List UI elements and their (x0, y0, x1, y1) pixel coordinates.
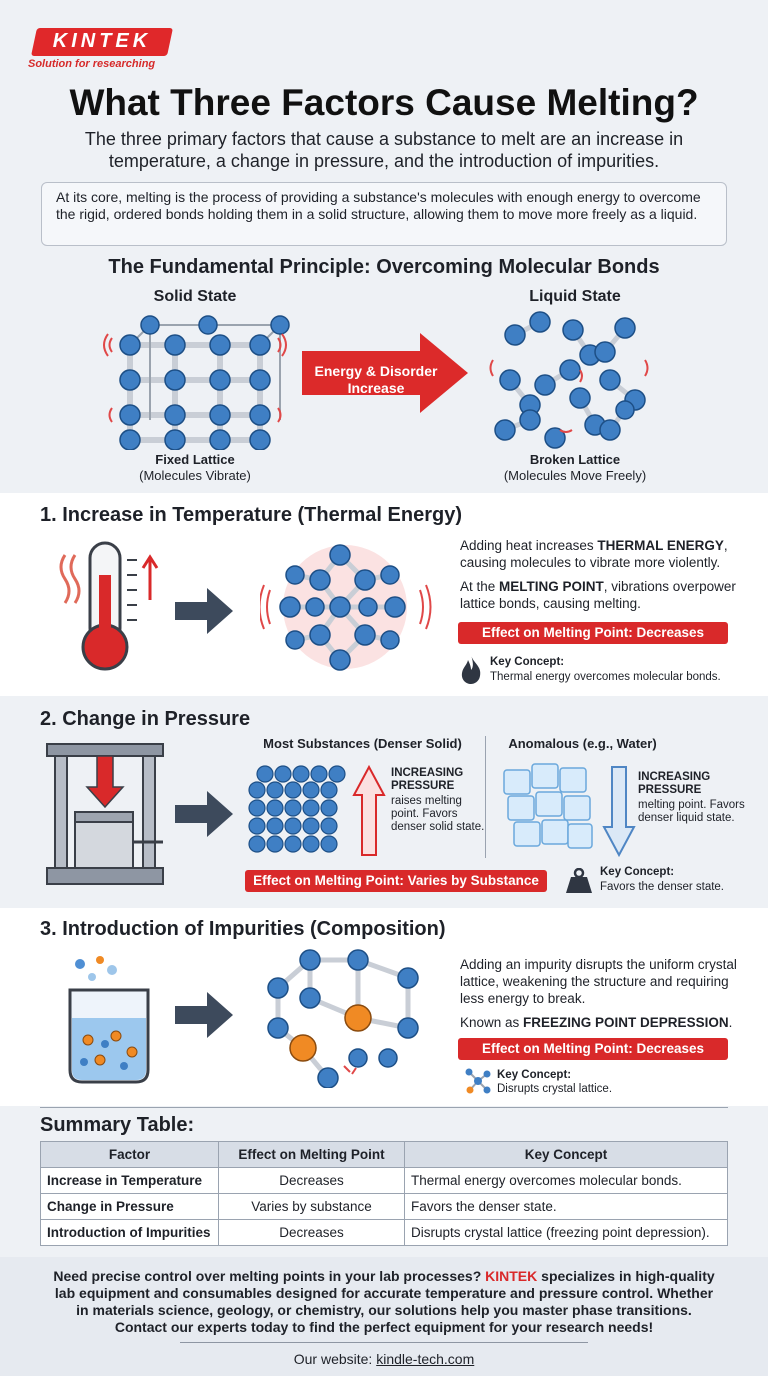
ice-cubes-illustration (503, 763, 593, 849)
impurities-key-concept-text: Disrupts crystal lattice. (497, 1083, 613, 1095)
most-pressure-label: INCREASING PRESSURE (391, 767, 464, 792)
summary-divider (40, 1107, 728, 1108)
table-cell: Thermal energy overcomes molecular bonds… (404, 1167, 728, 1194)
table-row: Introduction of Impurities Decreases Dis… (40, 1219, 728, 1246)
right-arrow-icon (175, 588, 233, 634)
pressure-key-concept-label: Key Concept: (600, 866, 675, 878)
table-cell: Introduction of Impurities (40, 1219, 219, 1246)
pressure-title: 2. Change in Pressure (40, 708, 251, 730)
footer-promo: Need precise control over melting points… (53, 1268, 715, 1335)
weight-icon (566, 868, 592, 893)
pressure-effect-badge: Effect on Melting Point: Varies by Subst… (245, 870, 547, 892)
most-pressure-text: raises melting point. Favors denser soli… (391, 795, 485, 833)
most-substances-heading: Most Substances (Denser Solid) (263, 736, 462, 751)
energy-arrow-label: Energy & Disorder Increase (314, 363, 438, 396)
liquid-molecules-illustration (489, 311, 649, 449)
principle-title: The Fundamental Principle: Overcoming Mo… (108, 256, 660, 278)
summary-header-factor: Factor (40, 1141, 219, 1168)
summary-header-row: Factor Effect on Melting Point Key Conce… (40, 1141, 728, 1168)
dense-solid-lattice-illustration (248, 765, 346, 853)
beaker-icon (68, 956, 150, 1084)
footer-website: Our website: kindle-tech.com (293, 1351, 475, 1367)
press-icon (46, 743, 164, 885)
temperature-key-concept-text: Thermal energy overcomes molecular bonds… (490, 671, 721, 683)
impurities-effect-badge: Effect on Melting Point: Decreases (458, 1038, 728, 1060)
anomalous-pressure-text: melting point. Favors denser liquid stat… (638, 799, 745, 824)
right-arrow-icon-3 (175, 992, 233, 1038)
liquid-caption-sub: (Molecules Move Freely) (503, 468, 647, 483)
footer-divider (180, 1342, 588, 1343)
footer-band (0, 1257, 768, 1376)
liquid-caption-title: Broken Lattice (529, 452, 621, 467)
energy-arrow (302, 333, 468, 413)
solid-caption-title: Fixed Lattice (155, 452, 235, 467)
down-arrow-icon (602, 766, 636, 857)
summary-title: Summary Table: (40, 1114, 195, 1136)
up-arrow-icon (352, 765, 386, 856)
anomalous-pressure-label: INCREASING PRESSURE (638, 771, 711, 796)
table-cell: Change in Pressure (40, 1193, 219, 1220)
right-arrow-icon-2 (175, 791, 233, 837)
summary-header-effect: Effect on Melting Point (218, 1141, 405, 1168)
table-cell: Decreases (218, 1167, 405, 1194)
temperature-title: 1. Increase in Temperature (Thermal Ener… (40, 504, 463, 526)
pressure-divider (485, 736, 486, 858)
vibrating-lattice-illustration (260, 544, 432, 671)
table-cell: Increase in Temperature (40, 1167, 219, 1194)
liquid-state-label: Liquid State (529, 288, 621, 305)
thermometer-icon (59, 541, 159, 671)
page-title: What Three Factors Cause Melting? (69, 82, 699, 123)
intro-box: At its core, melting is the process of p… (41, 182, 727, 246)
table-row: Increase in Temperature Decreases Therma… (40, 1167, 728, 1194)
impurities-text-2: Known as FREEZING POINT DEPRESSION. (460, 1015, 733, 1030)
pressure-key-concept-text: Favors the denser state. (600, 881, 725, 893)
impure-lattice-illustration (267, 949, 419, 1088)
temperature-text-1: Adding heat increases THERMAL ENERGY, ca… (460, 538, 728, 570)
summary-table: Factor Effect on Melting Point Key Conce… (40, 1141, 728, 1246)
page-subtitle: The three primary factors that cause a s… (84, 129, 684, 171)
table-row: Change in Pressure Varies by substance F… (40, 1193, 728, 1220)
table-cell: Varies by substance (218, 1193, 405, 1220)
molecule-cluster-icon (465, 1068, 491, 1094)
anomalous-heading: Anomalous (e.g., Water) (508, 736, 657, 751)
impurities-text-1: Adding an impurity disrupts the uniform … (460, 957, 737, 1006)
temperature-key-concept-label: Key Concept: (490, 656, 565, 668)
logo-text: KINTEK (52, 30, 152, 52)
temperature-text-2: At the MELTING POINT, vibrations overpow… (460, 579, 736, 611)
tagline: Solution for researching (28, 58, 156, 70)
table-cell: Favors the denser state. (404, 1193, 728, 1220)
flame-icon (461, 655, 481, 684)
table-cell: Decreases (218, 1219, 405, 1246)
solid-state-label: Solid State (153, 288, 237, 305)
solid-caption-sub: (Molecules Vibrate) (139, 468, 251, 483)
impurities-title: 3. Introduction of Impurities (Compositi… (40, 918, 446, 940)
website-link[interactable]: kindle-tech.com (376, 1351, 475, 1367)
temperature-effect-badge: Effect on Melting Point: Decreases (458, 622, 728, 644)
impurities-key-concept-label: Key Concept: (497, 1069, 572, 1081)
solid-lattice-illustration (103, 315, 290, 450)
table-cell: Disrupts crystal lattice (freezing point… (404, 1219, 728, 1246)
summary-header-concept: Key Concept (404, 1141, 728, 1168)
